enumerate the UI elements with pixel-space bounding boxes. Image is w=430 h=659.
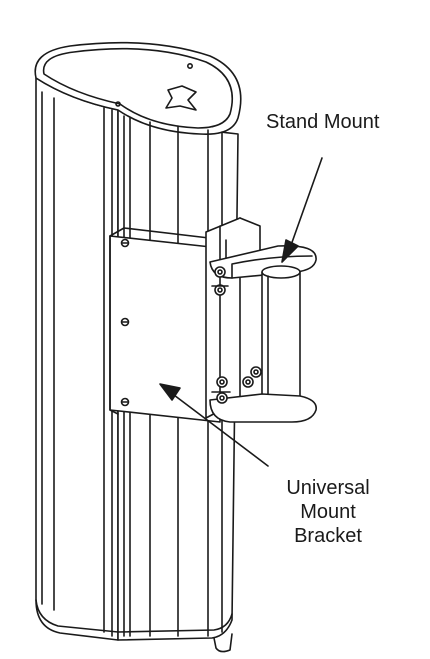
universal-mount-bracket-label: Universal Mount Bracket (272, 476, 384, 548)
stand-mount (205, 217, 317, 423)
stand-mount-label: Stand Mount (266, 111, 380, 133)
stand-mount-arrow (281, 157, 323, 263)
universal-mount-arrow (159, 383, 269, 467)
universal-mount-bracket (109, 227, 227, 423)
universal-mount-label-line2: Mount (300, 501, 356, 523)
universal-mount-label-line3: Bracket (294, 525, 362, 547)
universal-mount-label-line1: Universal (286, 477, 370, 499)
